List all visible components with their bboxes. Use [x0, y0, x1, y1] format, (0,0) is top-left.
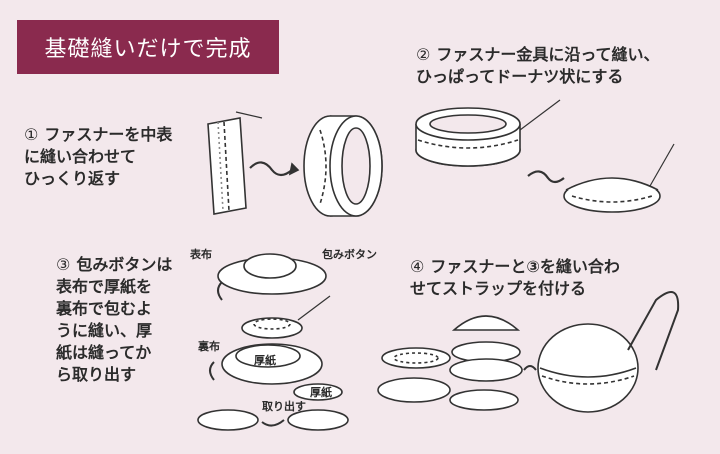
- step-line: 裏布で包むよ: [56, 299, 153, 318]
- donut-band-illustration: [415, 99, 561, 167]
- step-line: 包みボタンは: [76, 255, 173, 274]
- label-toridasu: 取り出す: [262, 400, 306, 413]
- arrow-head-icon: [288, 162, 300, 176]
- step-line: せてストラップを付ける: [410, 279, 587, 298]
- step-line: ひっくり返す: [24, 169, 121, 188]
- step-line: 紙は縫ってか: [56, 343, 152, 362]
- label-omote: 表布: [190, 248, 212, 261]
- outer-fabric-illustration: [217, 253, 327, 295]
- label-atsugami-1: 厚紙: [254, 354, 276, 367]
- step-number: ②: [416, 45, 431, 64]
- donut-gathered-illustration: [563, 143, 675, 213]
- step-number: ③: [56, 255, 71, 274]
- arrow-icon: [249, 161, 293, 177]
- step-line: ひっぱってドーナツ状にする: [416, 67, 624, 86]
- label-tsutsumi: 包みボタン: [322, 248, 377, 261]
- arrow-icon: [217, 281, 223, 301]
- page-title: 基礎縫いだけで完成: [17, 20, 279, 74]
- step-2-text: ② ファスナー金具に沿って縫い、 ひっぱってドーナツ状にする: [416, 44, 716, 88]
- button-sewn-illustration: [241, 295, 331, 339]
- arrow-icon: [527, 170, 565, 184]
- step-line: ファスナーを中表: [44, 125, 173, 144]
- arrow-icon: [209, 361, 215, 381]
- step-4-text: ④ ファスナーと③を縫い合わ せてストラップを付ける: [410, 256, 710, 300]
- step-number: ④: [410, 257, 425, 276]
- step-line: ファスナーと③を縫い合わ: [430, 257, 620, 276]
- step-1-text: ① ファスナーを中表 に縫い合わせて ひっくり返す: [24, 124, 200, 190]
- step-number: ①: [24, 125, 39, 144]
- zipper-ring-illustration: [303, 115, 383, 217]
- button-bottom-illustration: [197, 383, 349, 431]
- arrow-icon: [261, 419, 285, 427]
- step-line: ファスナー金具に沿って縫い、: [436, 45, 660, 64]
- step-line: 表布で厚紙を: [56, 277, 153, 296]
- step-line: に縫い合わせて: [24, 147, 137, 166]
- zipper-strip-illustration: [207, 111, 263, 215]
- step-3-text: ③ 包みボタンは 表布で厚紙を 裏布で包むよ うに縫い、厚 紙は縫ってか ら取り出…: [56, 254, 188, 386]
- label-atsugami-2: 厚紙: [310, 386, 332, 399]
- arrow-icon: [523, 365, 537, 371]
- step-line: ら取り出す: [56, 365, 137, 384]
- assembly-illustration: [377, 315, 523, 411]
- lining-fabric-illustration: [221, 343, 323, 385]
- macaron-case-illustration: [537, 291, 680, 413]
- label-ura: 裏布: [198, 340, 220, 353]
- step-line: うに縫い、厚: [56, 321, 153, 340]
